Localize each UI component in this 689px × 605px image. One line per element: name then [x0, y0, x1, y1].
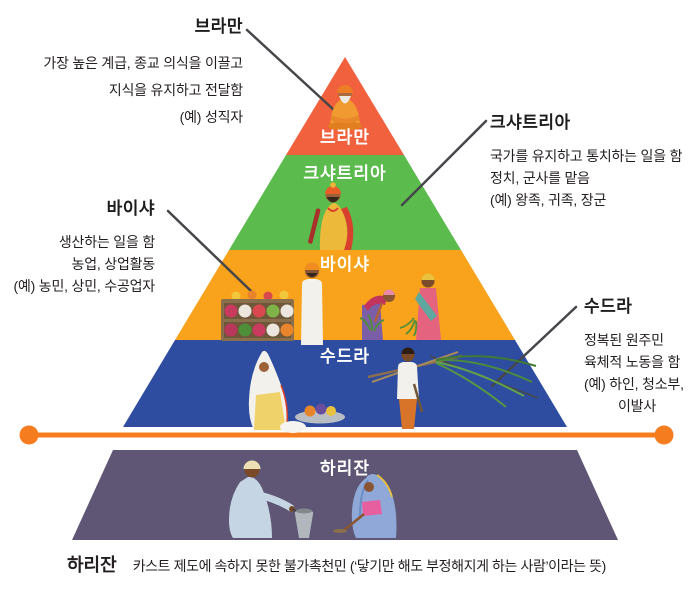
level-label-kshatriya: 크샤트리아 [303, 164, 387, 183]
callout-kshatriya-line: 정치, 군사를 맡음 [490, 170, 590, 186]
callout-sudra-line: 정복된 원주민 [584, 332, 664, 348]
callout-brahman-line: (예) 성직자 [179, 109, 244, 125]
seated-couple-with-pot-icon [229, 460, 397, 538]
pyramid-level-harijan [72, 450, 618, 540]
callout-brahman-title: 브라만 [194, 17, 243, 36]
callout-vaishya-line: (예) 농민, 상민, 수공업자 [13, 278, 156, 294]
callout-kshatriya-line: 국가를 유지하고 통치하는 일을 함 [490, 148, 683, 164]
callout-vaishya: 바이샤 생산하는 일을 함 농업, 상업활동 (예) 농민, 상민, 수공업자 [14, 194, 156, 297]
callout-vaishya-line: 농업, 상업활동 [71, 256, 156, 272]
callout-kshatriya-line: (예) 왕족, 귀족, 장군 [490, 192, 607, 208]
pyramid-level-sudra [123, 340, 567, 427]
divider-endpoint-right [654, 425, 674, 445]
market-stall-and-farmers-icon [221, 262, 441, 345]
washerwoman-and-laborer-icon [248, 347, 539, 433]
level-label-vaishya: 바이샤 [320, 255, 370, 274]
callout-brahman: 브라만 가장 높은 계급, 종교 의식을 이끌고 지식을 유지하고 전달함 (예… [43, 12, 243, 131]
brahman-connector-line [245, 28, 336, 112]
callout-kshatriya: 크샤트리아 국가를 유지하고 통치하는 일을 함 정치, 군사를 맡음 (예) … [490, 108, 682, 211]
callout-vaishya-title: 바이샤 [106, 199, 155, 218]
sudra-connector-line [490, 305, 578, 388]
vaishya-connector-line [166, 209, 253, 293]
callout-kshatriya-title: 크샤트리아 [490, 113, 571, 132]
callout-sudra-line: 육체적 노동을 함 [584, 354, 681, 370]
callout-sudra-line: 이발사 [617, 398, 657, 414]
divider-endpoint-left [19, 425, 39, 445]
kshatriya-connector-line [400, 119, 488, 207]
callout-sudra-title: 수드라 [584, 297, 633, 316]
harijan-caption-description: 카스트 제도에 속하지 못한 불가촉천민 (‘닿기만 해도 부정해지게 하는 사… [132, 558, 607, 574]
callout-sudra-line: (예) 하인, 청소부, [584, 376, 684, 392]
callout-brahman-line: 가장 높은 계급, 종교 의식을 이끌고 [43, 55, 243, 71]
harijan-caption: 하리잔 카스트 제도에 속하지 못한 불가촉천민 (‘닿기만 해도 부정해지게 … [67, 551, 606, 577]
level-label-harijan: 하리잔 [320, 459, 370, 478]
seated-priest-icon [328, 85, 362, 131]
callout-vaishya-line: 생산하는 일을 함 [58, 234, 155, 250]
level-label-brahman: 브라만 [320, 128, 370, 147]
callout-brahman-line: 지식을 유지하고 전달함 [108, 82, 243, 98]
callout-sudra: 수드라 정복된 원주민 육체적 노동을 함 (예) 하인, 청소부, 이발사 [584, 292, 689, 417]
harijan-caption-term: 하리잔 [67, 555, 117, 575]
pyramid-level-kshatriya [229, 155, 461, 250]
level-label-sudra: 수드라 [320, 347, 370, 366]
standing-king-icon [308, 182, 354, 250]
